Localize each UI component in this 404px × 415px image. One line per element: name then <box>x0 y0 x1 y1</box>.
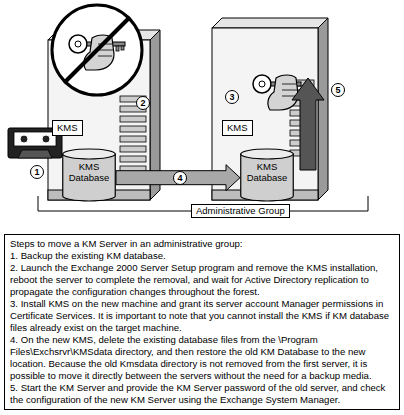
hand-key-icon <box>253 75 301 110</box>
cylinder-top <box>63 149 116 159</box>
callout-number: 1 <box>30 165 44 179</box>
key-head <box>253 75 271 93</box>
node-label: KMS <box>57 122 78 134</box>
kms-box: KMS <box>222 120 253 136</box>
callout-number: 2 <box>136 96 150 110</box>
cylinder-top <box>241 149 294 159</box>
prohibition-slash <box>64 17 130 83</box>
step-text: 3. Install KMS on the new machine and gr… <box>10 298 395 334</box>
steps-heading: Steps to move a KM Server in an administ… <box>10 238 395 250</box>
step-text: 2. Launch the Exchange 2000 Server Setup… <box>10 262 395 298</box>
node-label: KMS Database <box>240 148 294 183</box>
drive-bay <box>120 146 146 152</box>
tape-edge <box>18 150 52 158</box>
tape-window <box>14 132 56 146</box>
key-tooth <box>116 46 119 51</box>
step-text: 4. On the new KMS, delete the existing d… <box>10 334 395 382</box>
key-head <box>69 35 87 53</box>
kms-box: KMS <box>52 120 83 136</box>
server-side <box>318 18 328 200</box>
callout-number: 3 <box>225 90 239 104</box>
group-label-box: Administrative Group <box>191 204 290 218</box>
server-top <box>212 18 328 28</box>
step-text: 5. Start the KM Server and provide the K… <box>10 382 395 406</box>
key-hole <box>75 41 81 47</box>
block-arrow <box>116 165 240 191</box>
node-label: KMS Database <box>62 148 116 183</box>
node-label: Administrative Group <box>196 205 285 217</box>
hand <box>268 75 298 110</box>
callout-number: 5 <box>331 83 345 97</box>
key-tooth <box>121 46 124 50</box>
drive-bay <box>120 136 146 142</box>
callout-number: 4 <box>173 171 187 185</box>
steps-panel: Steps to move a KM Server in an administ… <box>4 234 400 410</box>
step-text: 1. Backup the existing KM database. <box>10 250 395 262</box>
drive-bay <box>120 116 146 122</box>
drive-bay <box>120 156 146 162</box>
upward-arrow <box>292 78 324 170</box>
database-cylinder: KMS Database <box>240 148 294 202</box>
node-label: KMS <box>227 122 248 134</box>
tape-reel <box>42 135 50 143</box>
hand-fingers <box>282 84 297 96</box>
drive-bay <box>120 126 146 132</box>
tape-reel <box>20 135 28 143</box>
prohibition-circle <box>52 5 142 95</box>
database-cylinder: KMS Database <box>62 148 116 202</box>
key-hole <box>259 81 265 87</box>
